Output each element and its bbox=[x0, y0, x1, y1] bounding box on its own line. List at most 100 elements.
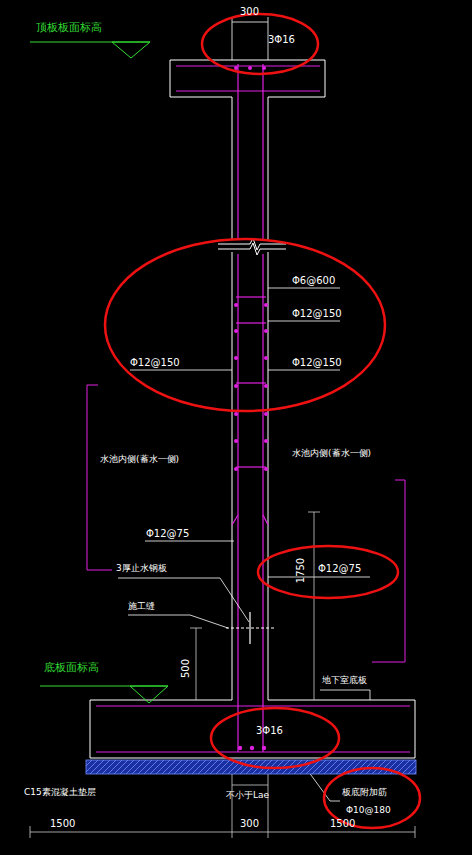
rebar-part bbox=[237, 254, 238, 752]
annotation-label: 水池内侧(蓄水一侧) bbox=[100, 455, 179, 465]
dimension-lines-part bbox=[415, 826, 416, 838]
rebar-part bbox=[232, 515, 238, 525]
rebar-dots-part bbox=[234, 467, 238, 471]
annotation-label: 水池内侧(蓄水一侧) bbox=[292, 449, 371, 459]
zone-brackets-part bbox=[372, 480, 405, 662]
water-stop bbox=[226, 612, 274, 644]
rebar-part bbox=[263, 515, 268, 525]
rebar-dots-part bbox=[264, 329, 268, 333]
elevation-top bbox=[30, 42, 150, 58]
concrete-outline-part bbox=[325, 60, 326, 97]
rebar-part bbox=[176, 90, 320, 91]
rebar-dots-part bbox=[262, 746, 266, 750]
annotation-label: 300 bbox=[240, 818, 259, 829]
rebar-part bbox=[236, 322, 266, 323]
top-dimension bbox=[232, 17, 268, 60]
rebar-dots-part bbox=[264, 439, 268, 443]
zone-brackets bbox=[87, 385, 405, 662]
dimension-lines-part bbox=[196, 628, 197, 700]
rebar-part bbox=[236, 466, 266, 467]
top-dimension-part bbox=[232, 17, 233, 60]
annotation-label: 500 bbox=[181, 658, 192, 677]
annotation-label: 板底附加筋 bbox=[342, 788, 387, 798]
water-stop-part bbox=[226, 627, 274, 628]
dimension-lines-part bbox=[30, 826, 31, 838]
annotation-label: 1750 bbox=[295, 557, 306, 582]
elevation-label: 底板面标高 bbox=[44, 662, 99, 674]
annotation-label: Φ12@75 bbox=[146, 528, 189, 539]
concrete-outline-part bbox=[170, 60, 171, 97]
annotation-label: 300 bbox=[240, 6, 259, 17]
leader-lines-part bbox=[130, 370, 232, 371]
rebar-dots-part bbox=[248, 66, 252, 70]
dimension-lines-part bbox=[268, 770, 269, 838]
dimension-lines-part bbox=[314, 512, 315, 700]
leader-lines-part bbox=[268, 321, 340, 322]
rebar-part bbox=[96, 751, 410, 752]
rebar-dots-part bbox=[264, 356, 268, 360]
rebar-dots-part bbox=[238, 746, 242, 750]
leader-lines-part bbox=[320, 690, 370, 700]
annotation-label: 地下室底板 bbox=[322, 676, 367, 686]
annotation-label: 3Φ16 bbox=[256, 725, 283, 736]
concrete-outline-part bbox=[90, 252, 415, 758]
elevation-bottom-part bbox=[130, 686, 168, 703]
red-markup-part bbox=[211, 708, 339, 768]
annotation-label: 3厚止水钢板 bbox=[116, 564, 167, 574]
red-markup bbox=[105, 14, 420, 828]
concrete-outline bbox=[90, 60, 415, 758]
annotation-label: 1500 bbox=[50, 818, 75, 829]
rebar-dots-part bbox=[234, 329, 238, 333]
rebar-part bbox=[262, 254, 263, 752]
rebar-dots-part bbox=[234, 303, 238, 307]
red-markup-part bbox=[202, 14, 318, 74]
annotation-label: Φ12@150 bbox=[292, 308, 342, 319]
dimension-lines-part bbox=[232, 770, 233, 838]
rebar-dots-part bbox=[264, 412, 268, 416]
annotation-label: Φ6@600 bbox=[292, 275, 335, 286]
annotation-label: Φ12@150 bbox=[130, 357, 180, 368]
rebar-dots-part bbox=[234, 66, 238, 70]
concrete-outline-part bbox=[170, 60, 325, 61]
annotation-label: 3Φ16 bbox=[268, 34, 295, 45]
rebar-part bbox=[236, 296, 266, 297]
leader-lines-part bbox=[268, 370, 340, 371]
leader-lines bbox=[118, 288, 370, 801]
annotation-label: 施工缝 bbox=[128, 602, 155, 612]
red-markup-part bbox=[324, 768, 420, 828]
annotation-label: 不小于Lae bbox=[226, 791, 269, 801]
rebar-dots-part bbox=[234, 439, 238, 443]
rebar bbox=[96, 64, 410, 752]
annotation-label: C15素混凝土垫层 bbox=[24, 788, 96, 798]
red-markup-part bbox=[258, 546, 398, 598]
rebar-dots-part bbox=[234, 384, 238, 388]
annotation-label: Φ10@180 bbox=[346, 806, 391, 816]
concrete-outline-part bbox=[170, 97, 232, 240]
rebar-dots-part bbox=[264, 467, 268, 471]
leader-lines-part bbox=[145, 541, 234, 542]
annotation-label: Φ12@150 bbox=[292, 357, 342, 368]
dimension-lines-part bbox=[30, 832, 415, 833]
break-symbol-part bbox=[218, 243, 286, 255]
rebar-part bbox=[96, 705, 410, 706]
top-dimension-part bbox=[232, 22, 268, 23]
rebar-dots-part bbox=[234, 356, 238, 360]
dimension-lines-part bbox=[308, 512, 320, 513]
red-markup-part bbox=[105, 239, 385, 411]
concrete-outline-part bbox=[268, 97, 325, 240]
annotation-label: Φ12@75 bbox=[318, 563, 361, 574]
water-stop-part bbox=[249, 612, 250, 644]
rebar-dots-part bbox=[264, 303, 268, 307]
dimension-lines-part bbox=[190, 628, 202, 629]
elevation-bottom bbox=[40, 686, 168, 703]
annotation-label: 1500 bbox=[330, 818, 355, 829]
dimension-lines-part bbox=[232, 785, 268, 786]
zone-brackets-part bbox=[87, 385, 112, 570]
rebar-dots-part bbox=[262, 66, 266, 70]
leader-lines-part bbox=[268, 577, 370, 578]
rebar-dots-part bbox=[264, 384, 268, 388]
rebar-dots-part bbox=[234, 412, 238, 416]
elevation-top-part bbox=[112, 42, 150, 58]
